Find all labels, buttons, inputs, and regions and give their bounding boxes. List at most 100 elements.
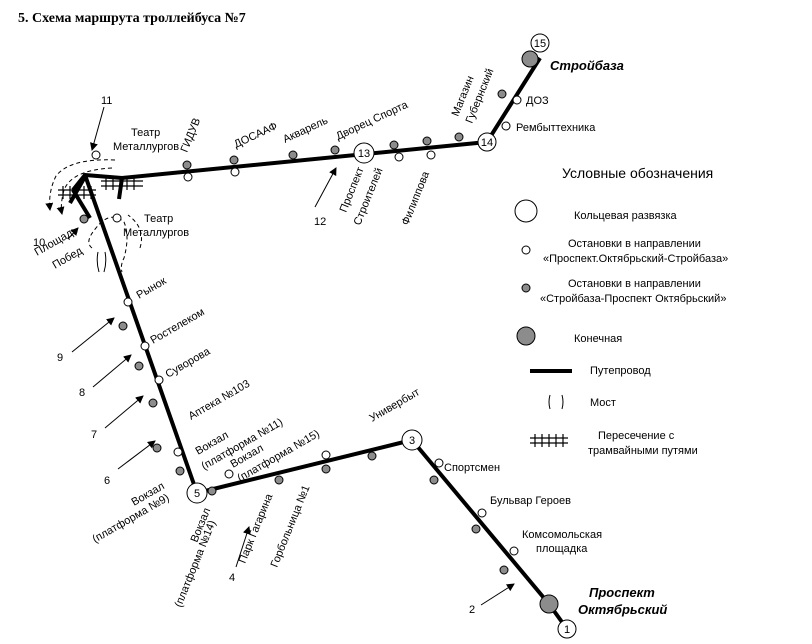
- callout-2: 2: [469, 604, 475, 616]
- stop-magazin: [454, 132, 464, 142]
- label-dvorets: Дворец Спорта: [334, 99, 410, 143]
- stop-ploshad: [79, 214, 89, 224]
- callout-6: 6: [104, 475, 110, 487]
- stop-dosaaf: [230, 167, 240, 177]
- label-bulvar: Бульвар Героев: [490, 495, 571, 507]
- stop-akvarel: [330, 145, 340, 155]
- stop-13: [394, 152, 404, 162]
- stop-teatr-bot: [112, 213, 122, 223]
- ring-5: 5: [186, 482, 208, 504]
- stop-sportsmen: [434, 458, 444, 468]
- tram-crossing-right: [101, 177, 143, 190]
- stop-apteka-rev: [152, 443, 162, 453]
- callout-9: 9: [57, 352, 63, 364]
- legend-terminal-icon: [516, 326, 536, 346]
- legend: Условные обозначения Кольцевая развязка …: [514, 165, 728, 457]
- stop-vokzal9: [175, 466, 185, 476]
- turn-arcs: [45, 159, 142, 273]
- legend-tram-2: трамвайными путями: [588, 445, 698, 457]
- label-komsomol-1: Комсомольская: [522, 529, 602, 541]
- callout-11: 11: [101, 95, 112, 107]
- stop-giduv: [183, 172, 193, 182]
- stop-akvarel-2: [288, 150, 298, 160]
- stop-rostelekom-rev: [134, 361, 144, 371]
- svg-text:13: 13: [358, 148, 370, 160]
- label-doz: ДОЗ: [526, 95, 549, 107]
- stop-vokzal11: [173, 447, 183, 457]
- legend-ring: Кольцевая развязка: [574, 210, 678, 222]
- stop-teatr-top: [91, 150, 101, 160]
- legend-stop-a-2: «Проспект.Октябрьский-Стройбаза»: [543, 253, 728, 265]
- stop-rynok-rev: [118, 321, 128, 331]
- stop: [426, 150, 436, 160]
- label-sportsmen: Спортсмен: [444, 462, 500, 474]
- terminals: [521, 50, 559, 614]
- stop-bulvar-rev: [471, 524, 481, 534]
- ring-14: 14: [477, 132, 497, 152]
- label-filippova: Филиппова: [400, 169, 433, 227]
- stop-vokzal14: [207, 486, 217, 496]
- stop-suvorova: [154, 375, 164, 385]
- callout-12: 12: [314, 216, 326, 228]
- terminal-label-south-1: Проспект: [589, 585, 655, 600]
- stop-sportsmen-rev: [429, 475, 439, 485]
- svg-text:1: 1: [564, 624, 570, 636]
- stop-park: [274, 475, 284, 485]
- legend-stop-white-icon: [521, 245, 531, 255]
- label-akvarel: Акварель: [281, 114, 330, 145]
- label-gorbolnitsa: Горбольница №1: [269, 484, 313, 570]
- callout-7: 7: [91, 429, 97, 441]
- tram-crossing-left: [58, 186, 96, 199]
- stop-bulvar: [477, 508, 487, 518]
- stop-suvorova-rev: [148, 398, 158, 408]
- svg-text:5: 5: [194, 488, 200, 500]
- ring-3: 3: [401, 429, 423, 451]
- stop-dvorets: [422, 136, 432, 146]
- stop-univerbyt-rev: [367, 451, 377, 461]
- label-rynok: Рынок: [135, 275, 169, 302]
- legend-title: Условные обозначения: [562, 165, 713, 181]
- legend-tram-1: Пересечение с: [598, 430, 675, 442]
- svg-text:3: 3: [409, 435, 415, 447]
- legend-ring-icon: [514, 199, 538, 223]
- stop-gorbolnitsa: [321, 464, 331, 474]
- ring-13: 13: [353, 142, 375, 164]
- callout-8: 8: [79, 387, 85, 399]
- stop-vokzal15: [224, 469, 234, 479]
- legend-bridge: Мост: [590, 397, 616, 409]
- stop-doz: [512, 95, 522, 105]
- label-rembyt: Рембыттехника: [516, 122, 596, 134]
- stop-dosaaf-rev: [229, 155, 239, 165]
- label-rostelekom: Ростелеком: [149, 306, 207, 347]
- bridge: [96, 251, 107, 273]
- label-ploshad-2: Побед: [51, 245, 86, 272]
- label-giduv: ГИДУВ: [179, 116, 204, 154]
- label-teatr-bot-1: Театр: [144, 213, 173, 225]
- ring-1: 1: [557, 619, 577, 639]
- legend-stop-b-2: «Стройбаза-Проспект Октябрьский»: [540, 293, 726, 305]
- callout-10: 10: [33, 237, 45, 249]
- stop-rynok: [123, 297, 133, 307]
- terminal-label-north: Стройбаза: [550, 58, 624, 73]
- stop-giduv-rev: [182, 160, 192, 170]
- stop-komsomol: [509, 546, 519, 556]
- legend-stop-b-1: Остановки в направлении: [568, 278, 701, 290]
- callout-arrows: [67, 106, 515, 606]
- label-dosaaf: ДОСААФ: [232, 120, 279, 150]
- label-komsomol-2: площадка: [536, 543, 588, 555]
- label-park: Парк Гагарина: [237, 491, 276, 565]
- legend-stop-a-1: Остановки в направлении: [568, 238, 701, 250]
- terminal-stroybaza: [521, 50, 539, 68]
- legend-stop-grey-icon: [521, 283, 531, 293]
- stop-dvorets-2: [389, 140, 399, 150]
- label-teatr-top-2: Металлургов: [113, 141, 179, 153]
- label-univerbyt: Универбыт: [368, 386, 422, 424]
- svg-text:14: 14: [481, 137, 493, 149]
- stops-white: [91, 95, 522, 556]
- page-title: 5. Схема маршрута троллейбуса №7: [18, 11, 246, 26]
- legend-bridge-icon: [548, 394, 564, 410]
- stop-doz-rev: [497, 89, 507, 99]
- legend-terminal: Конечная: [574, 333, 622, 345]
- legend-overpass: Путепровод: [590, 365, 651, 377]
